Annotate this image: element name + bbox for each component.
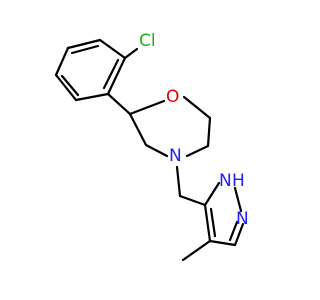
bond-benzene-6 [106, 56, 127, 96]
bond-pyrazole-n1-n2 [233, 186, 243, 213]
bond-benzene-3 [54, 46, 70, 77]
bond-pyrazole-c3-c4 [208, 239, 237, 247]
bond-pyrazole-c4-c5 [203, 203, 212, 243]
pyrazole-ring [203, 181, 245, 247]
pyrazole-nitrogen-atom-label: N [236, 209, 249, 229]
bond-benzene-2 [66, 38, 102, 50]
bond-aryl-chlorine [123, 47, 139, 60]
benzene-ring [54, 38, 127, 102]
bond-morpholine-c6-c5 [206, 116, 212, 148]
pyrazole-adjacent-nitrogen-atom-label: N [219, 171, 232, 191]
bond-n-ch2 [175, 165, 182, 198]
bond-morpholine-o1-c6 [182, 95, 212, 120]
bond-benzene-double-3 [102, 58, 120, 90]
bond-ch2-pyrazole [178, 194, 207, 207]
bond-methyl [181, 239, 212, 262]
molecule-structure-diagram: Cl O N H N N [54, 31, 249, 262]
bond-benzene-5 [74, 92, 110, 102]
bond-benzene-1 [98, 38, 127, 60]
chlorine-atom-label: Cl [139, 31, 156, 51]
bond-benzene-double-2 [60, 74, 80, 97]
bond-benzene-double-1 [70, 44, 100, 55]
oxygen-atom-label: O [166, 87, 179, 107]
bond-morpholine-c3-c2 [128, 112, 148, 147]
bond-benzene-4 [54, 73, 78, 102]
bond-pyrazole-c5-n1 [203, 181, 221, 207]
bond-morpholine-c2-o1 [128, 99, 166, 116]
bond-aryl-morpholine [106, 92, 132, 116]
bond-pyrazole-double-c4-c5 [209, 207, 217, 238]
bond-pyrazole-n2-c3 [233, 222, 245, 247]
morpholine-nitrogen-atom-label: N [169, 146, 182, 166]
bond-morpholine-n4-c3 [144, 143, 169, 158]
bond-morpholine-c5-n4 [185, 144, 210, 158]
morpholine-ring [128, 95, 212, 158]
bond-pyrazole-double-n2-c3 [228, 220, 239, 242]
pyrazole-nh-atom-label: H [232, 171, 245, 191]
